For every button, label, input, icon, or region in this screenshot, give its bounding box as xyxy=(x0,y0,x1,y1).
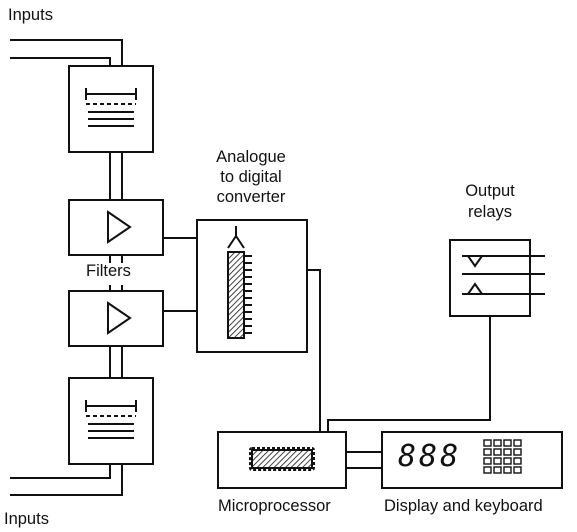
label-adc-line2: to digital xyxy=(220,168,282,186)
label-adc-line3: converter xyxy=(216,188,286,206)
label-output-relays-line1: Output xyxy=(465,182,515,200)
input-transformer-bottom xyxy=(68,377,154,465)
label-adc-line1: Analogue xyxy=(216,148,286,166)
output-relays-block xyxy=(449,239,545,317)
input-wires-bottom xyxy=(10,464,123,496)
label-filters: Filters xyxy=(86,262,131,280)
keypad xyxy=(483,439,522,474)
input-wires-top xyxy=(10,39,123,66)
link-microprocessor-display xyxy=(346,451,382,469)
label-display-keyboard: Display and keyboard xyxy=(384,497,543,515)
link-adc-microprocessor xyxy=(307,269,321,432)
filter-bottom xyxy=(68,290,164,347)
label-output-relays-line2: relays xyxy=(467,203,512,221)
label-inputs-top: Inputs xyxy=(8,6,53,24)
microprocessor-block xyxy=(217,431,347,489)
link-microprocessor-relays xyxy=(327,316,491,432)
adc-converter xyxy=(196,219,308,353)
label-inputs-bottom: Inputs xyxy=(4,510,49,528)
link-filter-transformer-bottom xyxy=(109,346,123,378)
display-keyboard-block xyxy=(381,431,563,489)
input-transformer-top xyxy=(68,65,154,153)
label-microprocessor: Microprocessor xyxy=(218,497,331,515)
display-digits: 888 xyxy=(398,439,462,474)
filter-top xyxy=(68,199,164,256)
link-filter-gap-top xyxy=(109,255,123,263)
link-transformer-filter-top xyxy=(109,152,123,200)
